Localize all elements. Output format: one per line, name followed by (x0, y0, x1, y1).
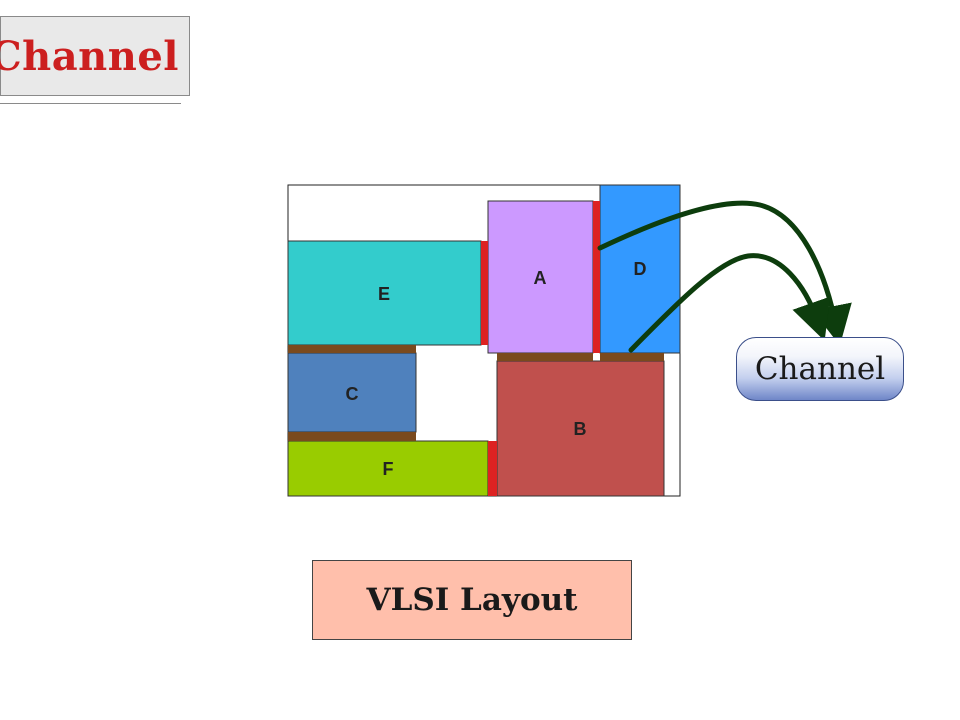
horizontal-channel-e-c (288, 345, 416, 353)
caption-box: VLSI Layout (312, 560, 632, 640)
label-block-a: A (534, 268, 547, 288)
label-block-d: D (634, 259, 647, 279)
arrow-lower-channel (628, 253, 831, 353)
title-box: Channel (0, 16, 190, 96)
slide-title: Channel (0, 32, 179, 80)
channel-label-text: Channel (754, 351, 886, 387)
block-b (496, 360, 665, 497)
channel-label-pill: Channel (736, 337, 904, 401)
block-a (487, 200, 594, 354)
vertical-channel-e-a (481, 241, 488, 345)
title-underline (0, 103, 181, 104)
label-block-c: C (346, 384, 359, 404)
arrow-upper-channel (597, 200, 852, 346)
vertical-channel-a-d (593, 201, 600, 353)
block-e (287, 240, 482, 346)
block-d (599, 184, 681, 354)
block-f (287, 440, 489, 497)
horizontal-channel-d-b (600, 353, 664, 361)
label-block-b: B (574, 419, 587, 439)
horizontal-channel-c-f (288, 432, 416, 441)
horizontal-channel-a-b (497, 353, 593, 361)
label-block-e: E (378, 284, 390, 304)
caption-text: VLSI Layout (366, 582, 578, 618)
vertical-channel-f-b (488, 441, 497, 496)
label-block-f: F (383, 459, 394, 479)
